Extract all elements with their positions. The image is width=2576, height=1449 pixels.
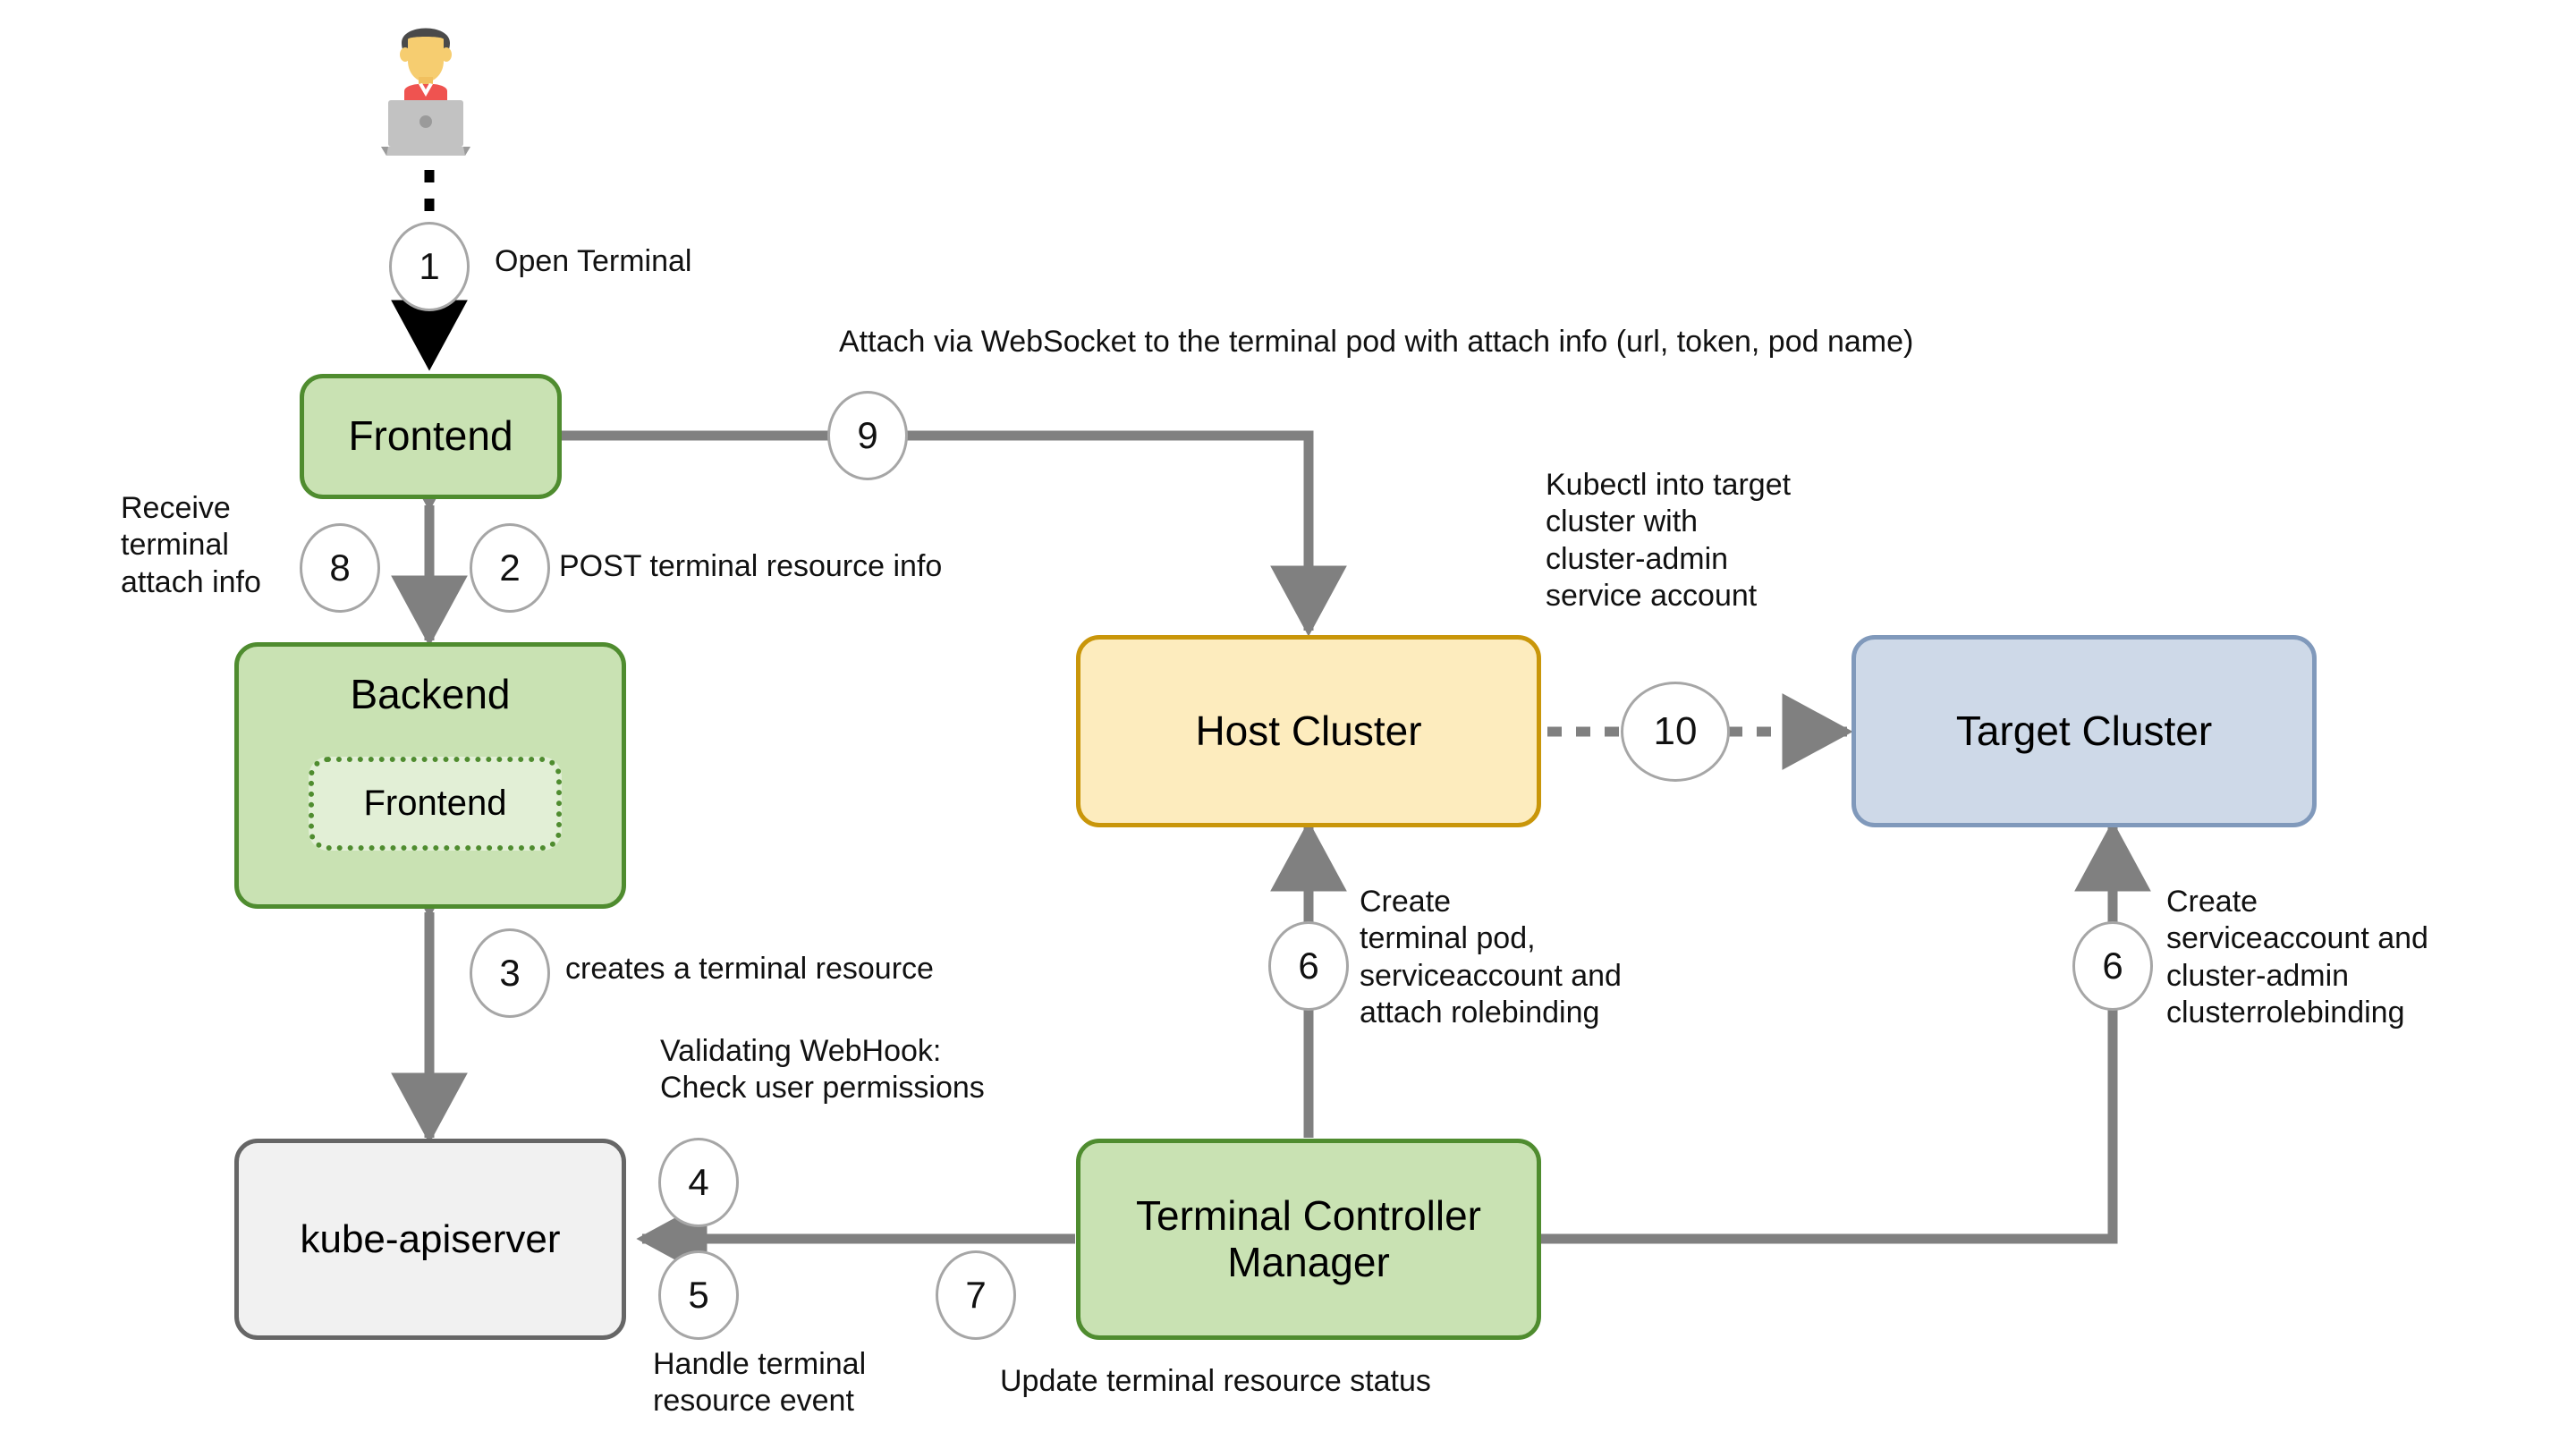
step-label-4: Validating WebHook: Check user permissio… <box>660 1034 985 1106</box>
connector-frontend-to-host-cluster <box>562 430 1347 637</box>
step-label-6-host: Create terminal pod, serviceaccount and … <box>1360 885 1622 1030</box>
node-target-cluster-label: Target Cluster <box>1955 707 2213 754</box>
step-label-10: Kubectl into target cluster with cluster… <box>1546 468 1792 614</box>
node-backend[interactable]: Backend Frontend <box>234 642 626 909</box>
step-badge-1-number: 1 <box>419 245 440 287</box>
step-label-3: creates a terminal resource <box>565 952 934 986</box>
node-backend-nested-frontend-label: Frontend <box>363 784 507 824</box>
step-badge-7: 7 <box>936 1250 1016 1340</box>
node-host-cluster-label: Host Cluster <box>1195 707 1422 754</box>
step-badge-3: 3 <box>470 928 550 1018</box>
step-label-8: Receive terminal attach info <box>121 491 261 599</box>
step-badge-2: 2 <box>470 523 550 613</box>
step-label-6-target: Create serviceaccount and cluster-admin … <box>2166 885 2428 1030</box>
step-badge-9: 9 <box>827 391 908 480</box>
step-badge-2-number: 2 <box>499 547 521 589</box>
step-badge-6-host: 6 <box>1268 921 1349 1011</box>
step-badge-3-number: 3 <box>499 952 521 994</box>
step-badge-1: 1 <box>389 222 470 311</box>
step-badge-10: 10 <box>1621 682 1730 782</box>
step-badge-6-target: 6 <box>2072 921 2153 1011</box>
node-backend-nested-frontend[interactable]: Frontend <box>309 757 562 851</box>
step-badge-8: 8 <box>300 523 380 613</box>
step-badge-4-number: 4 <box>688 1161 709 1203</box>
step-badge-9-number: 9 <box>857 414 878 456</box>
step-label-9: Attach via WebSocket to the terminal pod… <box>839 325 1914 359</box>
step-label-7: Update terminal resource status <box>1000 1364 1431 1398</box>
node-kube-apiserver[interactable]: kube-apiserver <box>234 1139 626 1340</box>
step-label-2: POST terminal resource info <box>559 549 943 583</box>
step-badge-10-number: 10 <box>1653 709 1698 753</box>
node-target-cluster[interactable]: Target Cluster <box>1852 635 2317 827</box>
step-badge-8-number: 8 <box>329 547 351 589</box>
node-kube-apiserver-label: kube-apiserver <box>300 1216 561 1261</box>
node-frontend-label: Frontend <box>348 412 513 460</box>
step-badge-5: 5 <box>658 1250 739 1340</box>
step-badge-6-target-number: 6 <box>2102 945 2123 987</box>
step-badge-7-number: 7 <box>965 1274 987 1316</box>
node-frontend[interactable]: Frontend <box>300 374 562 499</box>
node-host-cluster[interactable]: Host Cluster <box>1076 635 1541 827</box>
node-terminal-controller-manager[interactable]: Terminal Controller Manager <box>1076 1139 1541 1340</box>
step-label-1: Open Terminal <box>495 244 692 278</box>
node-terminal-controller-manager-label: Terminal Controller Manager <box>1135 1191 1481 1285</box>
step-badge-4: 4 <box>658 1138 739 1227</box>
step-badge-5-number: 5 <box>688 1274 709 1316</box>
step-label-5: Handle terminal resource event <box>653 1347 867 1419</box>
user-at-laptop-icon <box>369 13 483 165</box>
node-backend-label: Backend <box>350 671 511 717</box>
step-badge-6-host-number: 6 <box>1298 945 1319 987</box>
